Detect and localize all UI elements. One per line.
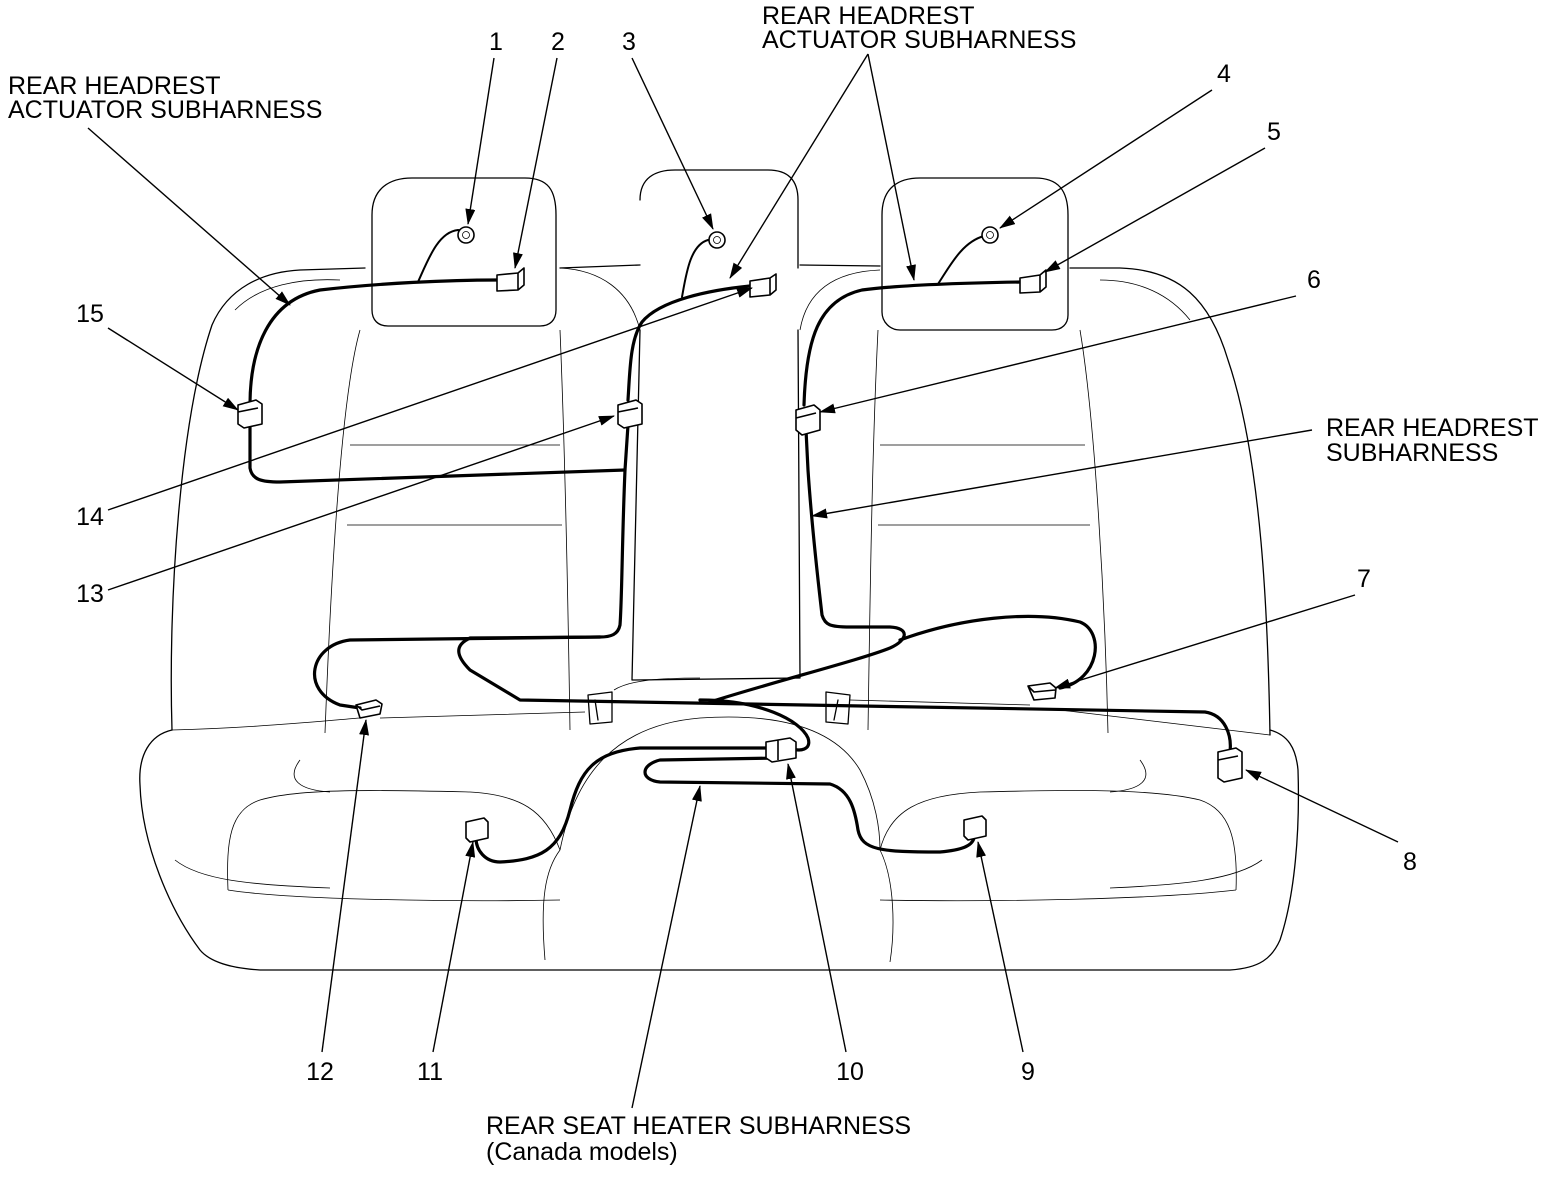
leader-headrest-sub [811, 429, 1313, 519]
callout-numbers: 1 2 3 4 5 6 7 8 9 10 11 12 13 14 15 [76, 28, 1417, 1086]
leader-10 [786, 763, 847, 1053]
wire-lead-3 [681, 239, 709, 298]
callout-1: 1 [489, 28, 503, 56]
connectors [237, 226, 1243, 843]
seatback-outline [170, 264, 1271, 736]
callout-9: 9 [1021, 1058, 1035, 1086]
wire-right-down [708, 428, 906, 704]
callout-14: 14 [76, 503, 104, 531]
callout-8: 8 [1403, 848, 1417, 876]
wire-lead-4 [937, 235, 985, 285]
connector-13 [617, 399, 643, 429]
connector-10 [765, 737, 797, 763]
headrest-right [881, 177, 1069, 331]
leader-12 [321, 719, 369, 1053]
wire-center-headrest [626, 284, 752, 402]
seat-cushion-front [174, 759, 1263, 889]
leader-actuator-left [87, 127, 291, 306]
connector-7 [1027, 682, 1057, 701]
wire-heater-loop [698, 698, 811, 752]
wire-left-down [248, 423, 627, 484]
center-panel-shoulders [559, 267, 881, 331]
connector-14 [749, 273, 777, 298]
callout-13: 13 [76, 580, 104, 608]
seatback-panel-shoulder [234, 279, 1191, 321]
headrest-left [371, 177, 557, 327]
connector-8 [1217, 747, 1243, 783]
leader-5 [1044, 147, 1266, 273]
wire-center-cross [457, 635, 1232, 754]
wire-heater-lower [643, 756, 976, 854]
label-actuator-left-line1: REAR HEADREST [8, 72, 221, 100]
callout-3: 3 [622, 28, 636, 56]
leader-1 [465, 57, 495, 225]
callout-10: 10 [836, 1058, 864, 1086]
connector-5 [1019, 269, 1047, 294]
callout-4: 4 [1217, 60, 1231, 88]
leader-9 [976, 841, 1024, 1053]
callout-11: 11 [417, 1058, 443, 1086]
seatback-panel-right [867, 329, 1109, 734]
connector-4-round [981, 226, 999, 244]
wire-left-headrest [248, 278, 499, 407]
leader-actuator-top-b [867, 53, 916, 281]
connector-9 [963, 815, 987, 841]
harness-labels: REAR HEADREST ACTUATOR SUBHARNESS REAR H… [8, 2, 1539, 1166]
leader-7 [1054, 594, 1356, 689]
leader-heater-sub [631, 785, 702, 1109]
connector-15 [237, 399, 263, 429]
center-panel [631, 329, 801, 681]
leader-3 [631, 57, 714, 230]
label-actuator-left-line2: ACTUATOR SUBHARNESS [8, 96, 322, 124]
label-headrest-sub-line2: SUBHARNESS [1326, 439, 1498, 467]
callout-7: 7 [1357, 565, 1371, 593]
leader-11 [432, 841, 476, 1053]
connector-11 [465, 817, 489, 843]
seatback-pleats [347, 444, 1090, 526]
callout-12: 12 [306, 1058, 334, 1086]
label-actuator-top-line1: REAR HEADREST [762, 2, 975, 30]
callout-6: 6 [1307, 266, 1321, 294]
connector-3-round [708, 231, 726, 249]
callout-5: 5 [1267, 118, 1281, 146]
seat-cushion-outline [139, 729, 1300, 971]
seatback-panel-left [324, 329, 571, 734]
label-heater-sub-line1: REAR SEAT HEATER SUBHARNESS [486, 1112, 911, 1140]
seat-cushion-inner [227, 790, 1237, 902]
wire-center-down [312, 423, 630, 710]
connector-6 [795, 404, 821, 436]
leader-4 [999, 89, 1213, 229]
seatback-bottom-edge [171, 677, 1271, 736]
label-headrest-sub-line1: REAR HEADREST [1326, 414, 1539, 442]
headrest-center [639, 169, 799, 269]
connector-2 [496, 267, 525, 292]
leader-6 [819, 295, 1297, 414]
connector-12 [355, 699, 383, 719]
leader-13 [107, 415, 615, 591]
seat-cushion-center [542, 716, 894, 963]
leader-8 [1245, 769, 1399, 843]
wire-right-cushion [898, 614, 1097, 690]
leader-actuator-top-a [729, 53, 869, 279]
leader-15 [107, 327, 239, 411]
leader-2 [513, 57, 558, 269]
buckle-guide-right [825, 691, 851, 725]
harness-wires [248, 228, 1232, 864]
callout-2: 2 [551, 28, 565, 56]
wire-right-headrest [802, 280, 1024, 407]
label-actuator-top-line2: ACTUATOR SUBHARNESS [762, 26, 1076, 54]
leader-lines [87, 53, 1399, 1109]
callout-15: 15 [76, 300, 104, 328]
connector-1-round [457, 226, 475, 244]
label-heater-sub-line2: (Canada models) [486, 1138, 678, 1166]
leader-14 [107, 287, 753, 511]
buckle-guide-left [587, 691, 613, 725]
seat-outline [139, 169, 1300, 971]
wire-heater-left [474, 746, 770, 864]
